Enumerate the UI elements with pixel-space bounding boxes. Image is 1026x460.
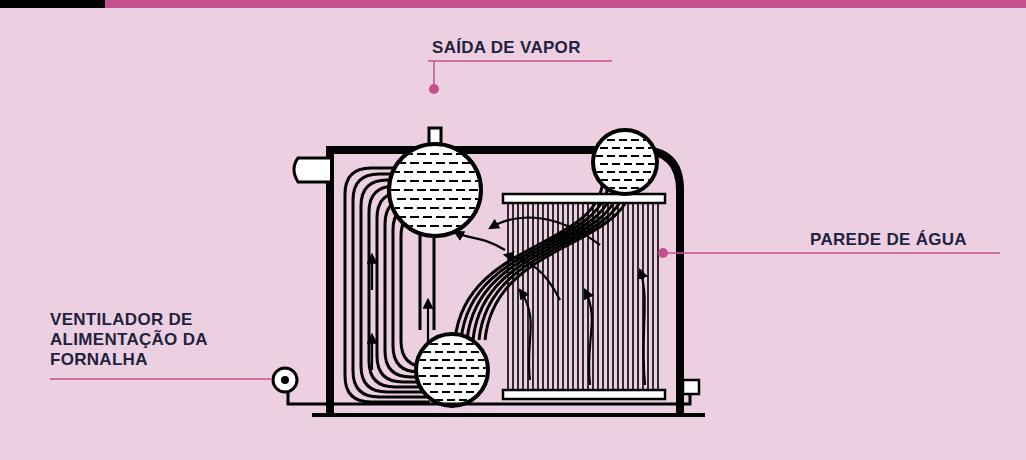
tube [562,203,564,390]
air-duct [288,392,690,404]
dash [423,383,486,385]
tube [537,203,539,390]
water-level [391,154,479,226]
flow-arrow [372,218,645,385]
tube [597,203,599,390]
dash [397,162,479,164]
header [503,390,665,399]
leader-line [433,61,435,87]
dash [391,189,479,191]
tube [632,203,634,390]
dash [423,367,486,369]
dash [595,139,655,141]
tube [512,203,514,390]
dash [600,163,655,165]
tube [657,203,659,390]
header [503,194,665,203]
flue-pipe [294,158,330,182]
tube [592,203,594,390]
dash [423,399,486,401]
dash [418,375,486,377]
tube [622,203,624,390]
top-bar [0,0,1026,8]
leader-dot [429,84,439,94]
dash [397,180,479,182]
tube [647,203,649,390]
tube [617,203,619,390]
tube [652,203,654,390]
tube [572,203,574,390]
dash [600,179,655,181]
dash [595,187,655,189]
mud-drum [416,334,488,406]
water-wall-tubes [508,203,658,390]
air-inlet [683,380,699,394]
dash [418,391,486,393]
dash [397,216,479,218]
leader-dot [658,248,668,258]
dash [397,198,479,200]
upper-drum [593,130,657,194]
top-bar-accent [0,0,105,8]
tube [507,203,509,390]
tube [547,203,549,390]
tube [607,203,609,390]
dash [418,359,486,361]
water-level [595,140,655,188]
water-level [418,344,486,400]
tube [517,203,519,390]
tube [582,203,584,390]
dash [391,225,479,227]
tube [602,203,604,390]
callout-label: VENTILADOR DE ALIMENTAÇÃO DA FORNALHA [50,310,240,370]
steam-drum [389,144,481,236]
tube [567,203,569,390]
fan [273,368,297,392]
dash [600,147,655,149]
leader-line [50,378,271,380]
dash [391,153,479,155]
dash [595,155,655,157]
tube [532,203,534,390]
callout-label: SAÍDA DE VAPOR [432,38,581,58]
callout-label: PAREDE DE ÁGUA [810,230,967,250]
dash [595,171,655,173]
tube [637,203,639,390]
tube [552,203,554,390]
dash [423,351,486,353]
tube [542,203,544,390]
leader-line [663,252,1000,254]
tube [612,203,614,390]
ground-line [312,413,705,417]
dash [391,171,479,173]
dash [391,207,479,209]
fan-hub [281,376,289,384]
tube [627,203,629,390]
leader-line [428,60,612,62]
